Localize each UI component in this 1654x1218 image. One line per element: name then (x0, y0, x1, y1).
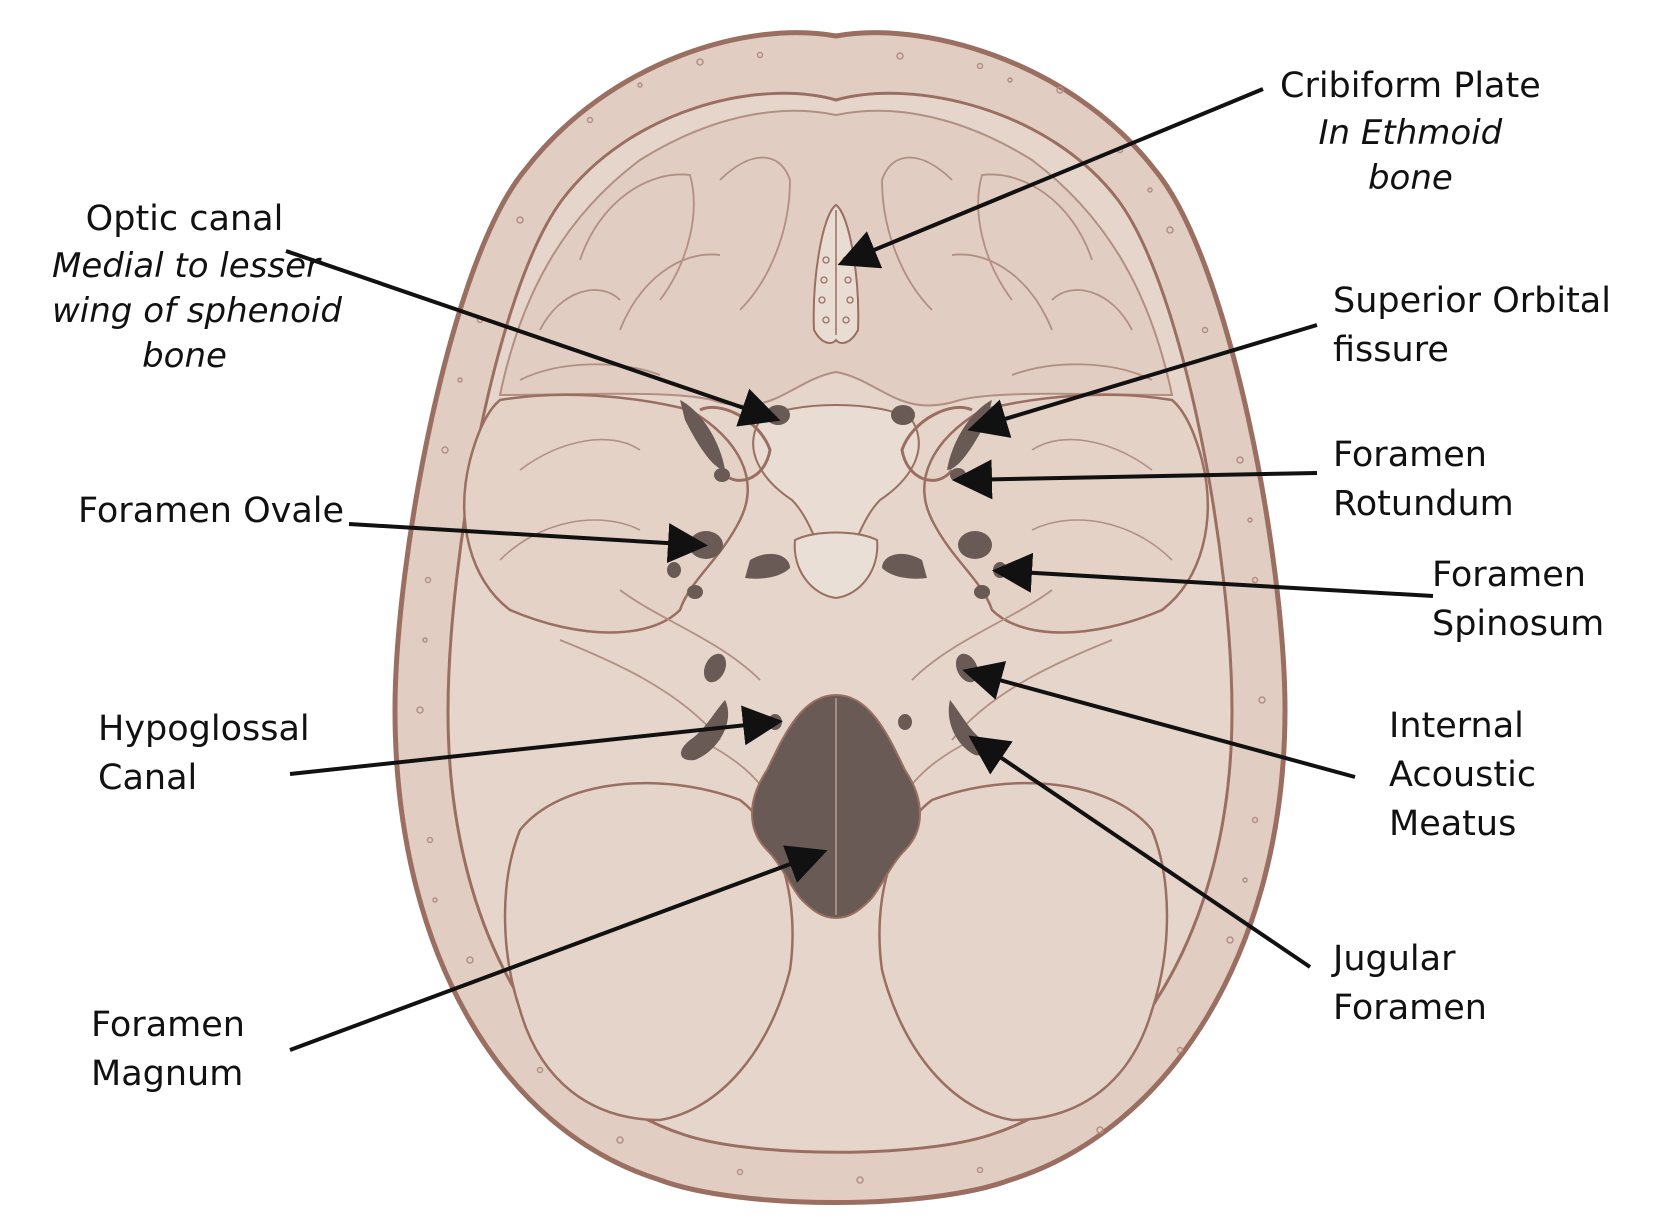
label-foramen-rotundum: Foramen Rotundum (1333, 431, 1514, 529)
label-note: bone (1367, 158, 1453, 198)
label-hypoglossal-canal: Hypoglossal Canal (98, 705, 310, 803)
label-line: Foramen Ovale (78, 491, 345, 531)
label-title: Optic canal (85, 199, 284, 239)
pointer-ovale (348, 522, 708, 564)
label-foramen-spinosum: Foramen Spinosum (1432, 551, 1604, 649)
pointer-magnum (289, 845, 828, 1052)
label-jugular-foramen: Jugular Foramen (1333, 935, 1487, 1033)
orbital-roof-markings (519, 156, 1153, 381)
posterior-fossa-left (503, 781, 794, 1122)
pointer-lines (285, 87, 1434, 1052)
diploe-texture (416, 51, 1266, 1184)
label-line: Acoustic (1389, 755, 1537, 795)
pointer-hypoglossal (289, 705, 783, 776)
label-title: Cribiform Plate (1280, 66, 1541, 106)
label-note: In Ethmoid (1318, 113, 1503, 153)
label-line: Superior Orbital (1333, 281, 1611, 321)
label-line: Foramen (1333, 988, 1487, 1028)
label-line: Foramen (1432, 555, 1586, 595)
label-line: Hypoglossal (98, 709, 310, 749)
label-line: Magnum (91, 1054, 244, 1094)
label-cribriform-plate: Cribiform Plate In Ethmoid bone (1280, 62, 1541, 201)
pointer-rotundum (952, 459, 1318, 500)
label-line: fissure (1333, 330, 1449, 370)
sella-turcica (793, 531, 879, 600)
pointer-superior-orbital (967, 323, 1318, 438)
lesser-wing-left (699, 405, 772, 482)
pointer-cribriform (837, 87, 1264, 269)
pointer-jugular (968, 735, 1312, 969)
label-line: Internal (1389, 706, 1524, 746)
label-note: Medial to lesser (52, 246, 320, 286)
label-optic-canal: Optic canal Medial to lesser wing of sph… (52, 195, 342, 379)
label-foramen-ovale: Foramen Ovale (78, 487, 344, 536)
label-internal-acoustic-meatus: Internal Acoustic Meatus (1389, 702, 1536, 849)
pointer-acoustic (962, 661, 1356, 779)
sphenoid-body (752, 404, 920, 593)
pointer-optic (285, 249, 781, 427)
lesser-wing-right (900, 405, 973, 482)
label-line: Spinosum (1432, 604, 1605, 644)
label-note: wing of sphenoid (52, 291, 342, 331)
label-foramen-magnum: Foramen Magnum (91, 1001, 245, 1099)
posterior-fossa-right (878, 781, 1169, 1122)
label-line: Foramen (91, 1005, 245, 1045)
label-line: Canal (98, 758, 198, 798)
label-line: Jugular (1333, 939, 1456, 979)
middle-fossa-markings (499, 438, 1173, 561)
label-line: Meatus (1389, 804, 1517, 844)
pointer-spinosum (992, 552, 1434, 598)
label-line: Foramen (1333, 435, 1487, 475)
label-superior-orbital-fissure: Superior Orbital fissure (1333, 277, 1611, 375)
label-line: Rotundum (1333, 484, 1514, 524)
label-note: bone (142, 336, 227, 376)
